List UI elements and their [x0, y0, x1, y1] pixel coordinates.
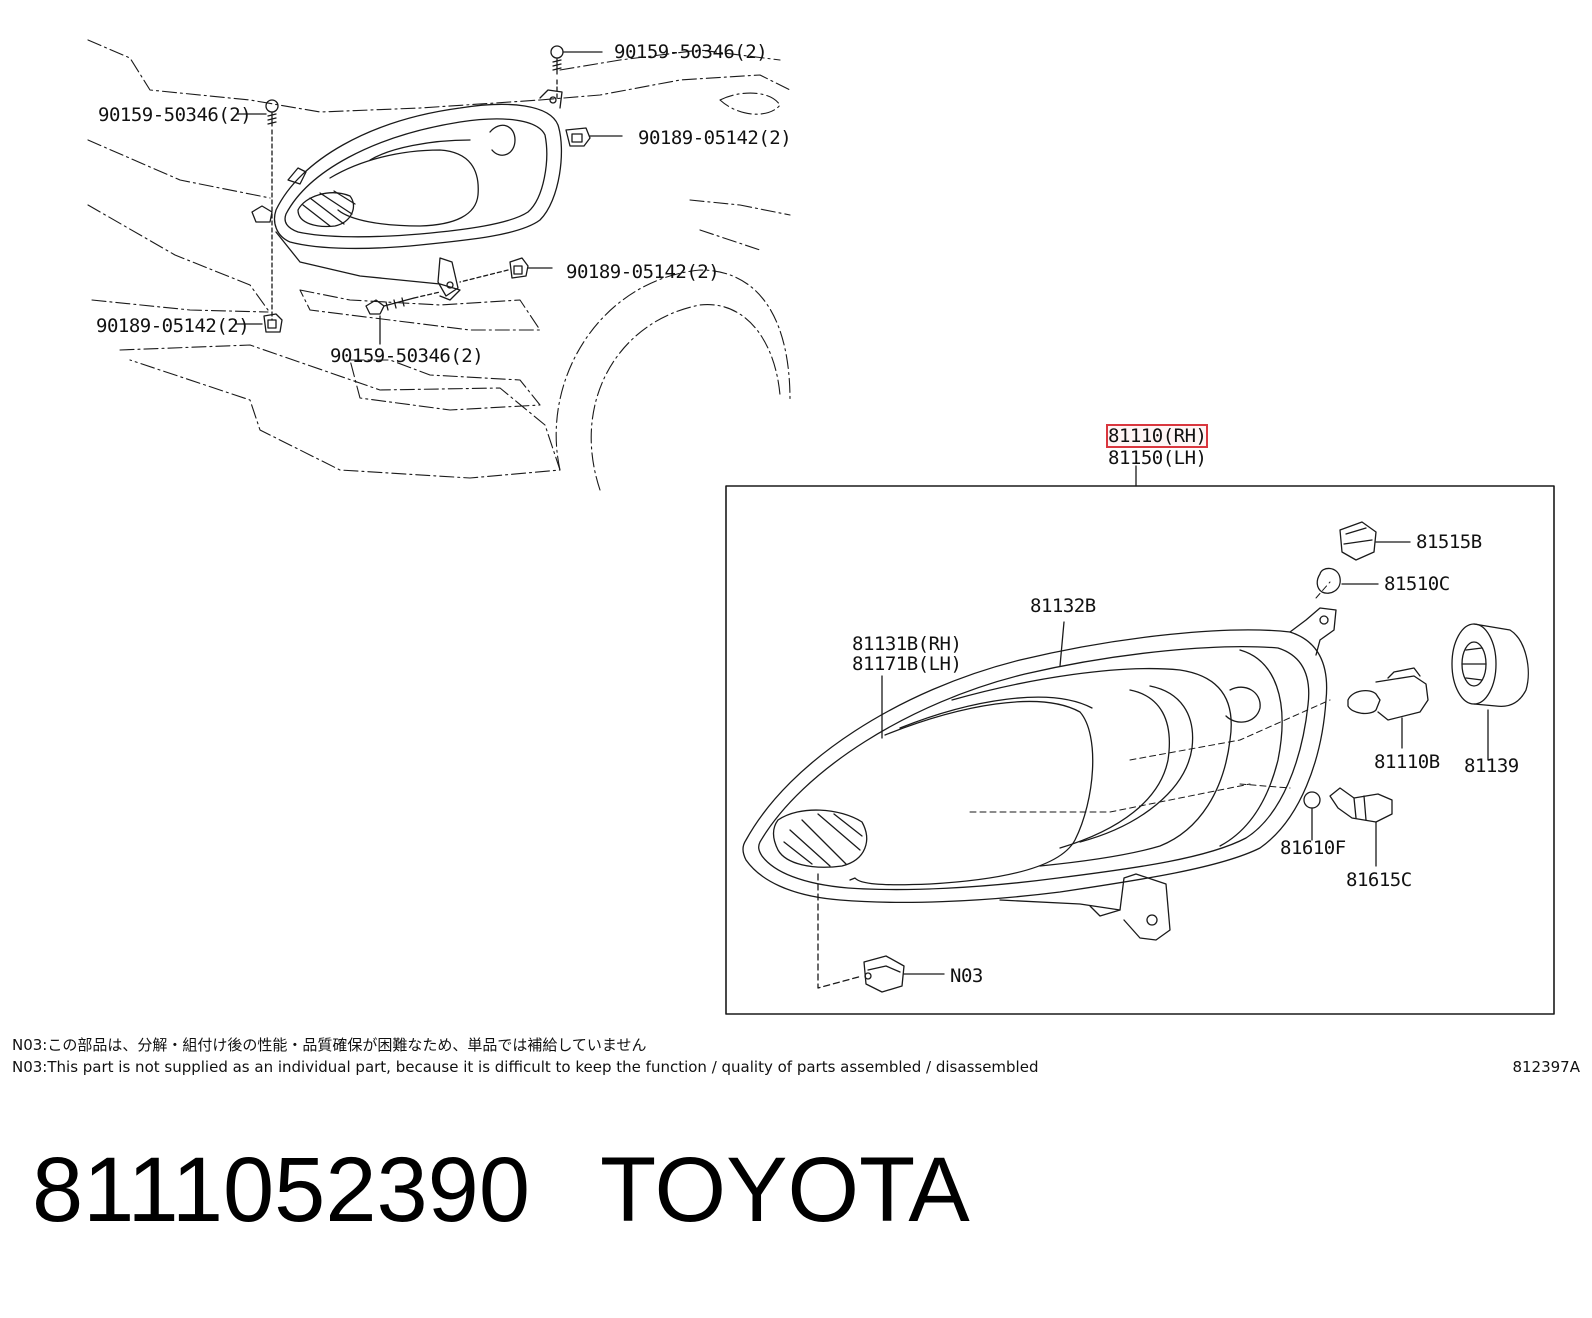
socket-81615c-icon: [1329, 787, 1393, 867]
callout-clip-mid[interactable]: 90189-05142(2): [566, 261, 720, 283]
assembly-frame: [725, 485, 1555, 1015]
callout-lens-rh[interactable]: 81131B(RH): [852, 633, 962, 655]
callout-bolt-top[interactable]: 90159-50346(2): [614, 41, 768, 63]
callout-bolt-left[interactable]: 90159-50346(2): [98, 104, 252, 126]
diagram-reference-code: 812397A: [1512, 1058, 1580, 1076]
product-footer: 8111052390 TOYOTA: [32, 1140, 970, 1240]
note-english: N03:This part is not supplied as an indi…: [12, 1058, 1039, 1076]
screw-bottom-icon: [365, 291, 441, 345]
leader-lines: [881, 621, 1065, 739]
callout-bulb-81510c[interactable]: 81510C: [1384, 573, 1450, 595]
callout-cover-81139[interactable]: 81139: [1464, 755, 1519, 777]
headlamp-assembly-drawing: [742, 581, 1337, 941]
brand-name: TOYOTA: [600, 1139, 970, 1241]
bulb-81110b-icon: [1347, 667, 1429, 749]
vehicle-headlamp-sketch: [251, 89, 563, 301]
callout-socket-81615c[interactable]: 81615C: [1346, 869, 1412, 891]
clip-top-icon: [565, 127, 623, 147]
clip-left-icon: [235, 313, 283, 333]
clip-mid-icon: [459, 257, 553, 283]
bulb-81510c-icon: [1316, 567, 1379, 594]
callout-assembly-lh[interactable]: 81150(LH): [1108, 447, 1207, 469]
socket-81515b-icon: [1339, 521, 1411, 561]
note-japanese: N03:この部品は、分解・組付け後の性能・品質確保が困難なため、単品では補給して…: [12, 1036, 647, 1054]
callout-bulb-81110b[interactable]: 81110B: [1374, 751, 1440, 773]
callout-screw-bottom[interactable]: 90159-50346(2): [330, 345, 484, 367]
bulb-81610f-icon: [1303, 791, 1321, 841]
callout-bulb-81610f[interactable]: 81610F: [1280, 837, 1346, 859]
callout-lens-lh[interactable]: 81171B(LH): [852, 653, 962, 675]
callout-housing-81132b[interactable]: 81132B: [1030, 595, 1096, 617]
car-body-outline: [87, 39, 791, 491]
part-number: 8111052390: [32, 1139, 531, 1241]
callout-clip-top[interactable]: 90189-05142(2): [638, 127, 792, 149]
callout-n03[interactable]: N03: [950, 965, 983, 987]
bolt-top-icon: [550, 45, 603, 101]
callout-assembly-rh[interactable]: 81110(RH): [1105, 424, 1209, 448]
cover-81139-icon: [1451, 623, 1529, 761]
bolt-left-icon: [237, 99, 279, 321]
adjuster-n03-icon: [817, 873, 945, 993]
callout-socket-81515b[interactable]: 81515B: [1416, 531, 1482, 553]
callout-clip-left[interactable]: 90189-05142(2): [96, 315, 250, 337]
